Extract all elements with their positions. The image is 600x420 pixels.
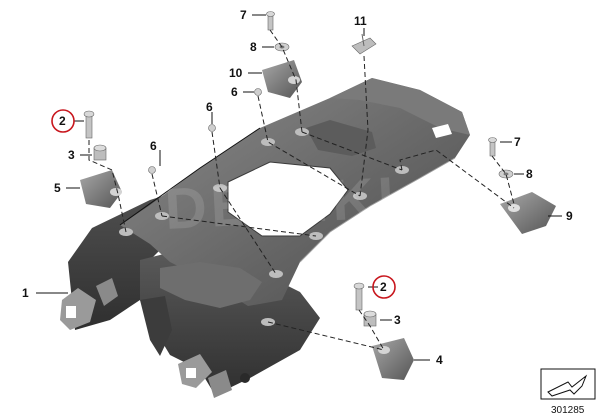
hardware-bolts <box>83 11 514 327</box>
callout-3-lower: 3 <box>394 313 401 327</box>
callout-8-right: 8 <box>526 167 533 181</box>
callout-6-right: 6 <box>231 85 238 99</box>
callout-7-upper: 7 <box>240 8 247 22</box>
callout-2-lower: 2 <box>380 280 387 294</box>
assembly-lines <box>88 29 515 351</box>
bracket-part-10 <box>262 60 302 98</box>
bracket-part-5 <box>80 170 122 208</box>
callout-3-upper: 3 <box>68 148 75 162</box>
callouts: 1 2 3 5 6 6 6 7 8 10 11 7 8 9 2 3 4 <box>22 8 573 367</box>
watermark-text: DEWIKI <box>163 165 400 242</box>
callout-1: 1 <box>22 286 29 300</box>
callout-6-left: 6 <box>150 139 157 153</box>
callout-5: 5 <box>54 181 61 195</box>
callout-4: 4 <box>436 353 443 367</box>
highlight-ring-2b <box>372 275 396 299</box>
callout-11: 11 <box>354 14 367 28</box>
bracket-part-9 <box>500 192 556 234</box>
central-opening <box>228 162 348 236</box>
callout-8-upper: 8 <box>250 40 257 54</box>
callout-2-upper: 2 <box>59 114 66 128</box>
callout-9: 9 <box>566 209 573 223</box>
callout-6-middle: 6 <box>206 100 213 114</box>
callout-7-right: 7 <box>514 135 521 149</box>
orientation-icon <box>540 368 596 400</box>
callout-10: 10 <box>229 66 243 80</box>
highlight-ring-2a <box>51 109 75 133</box>
bracket-part-4 <box>372 338 414 380</box>
reference-number: 301285 <box>551 405 585 416</box>
rear-frame-part <box>60 78 470 398</box>
leader-lines <box>36 14 562 361</box>
